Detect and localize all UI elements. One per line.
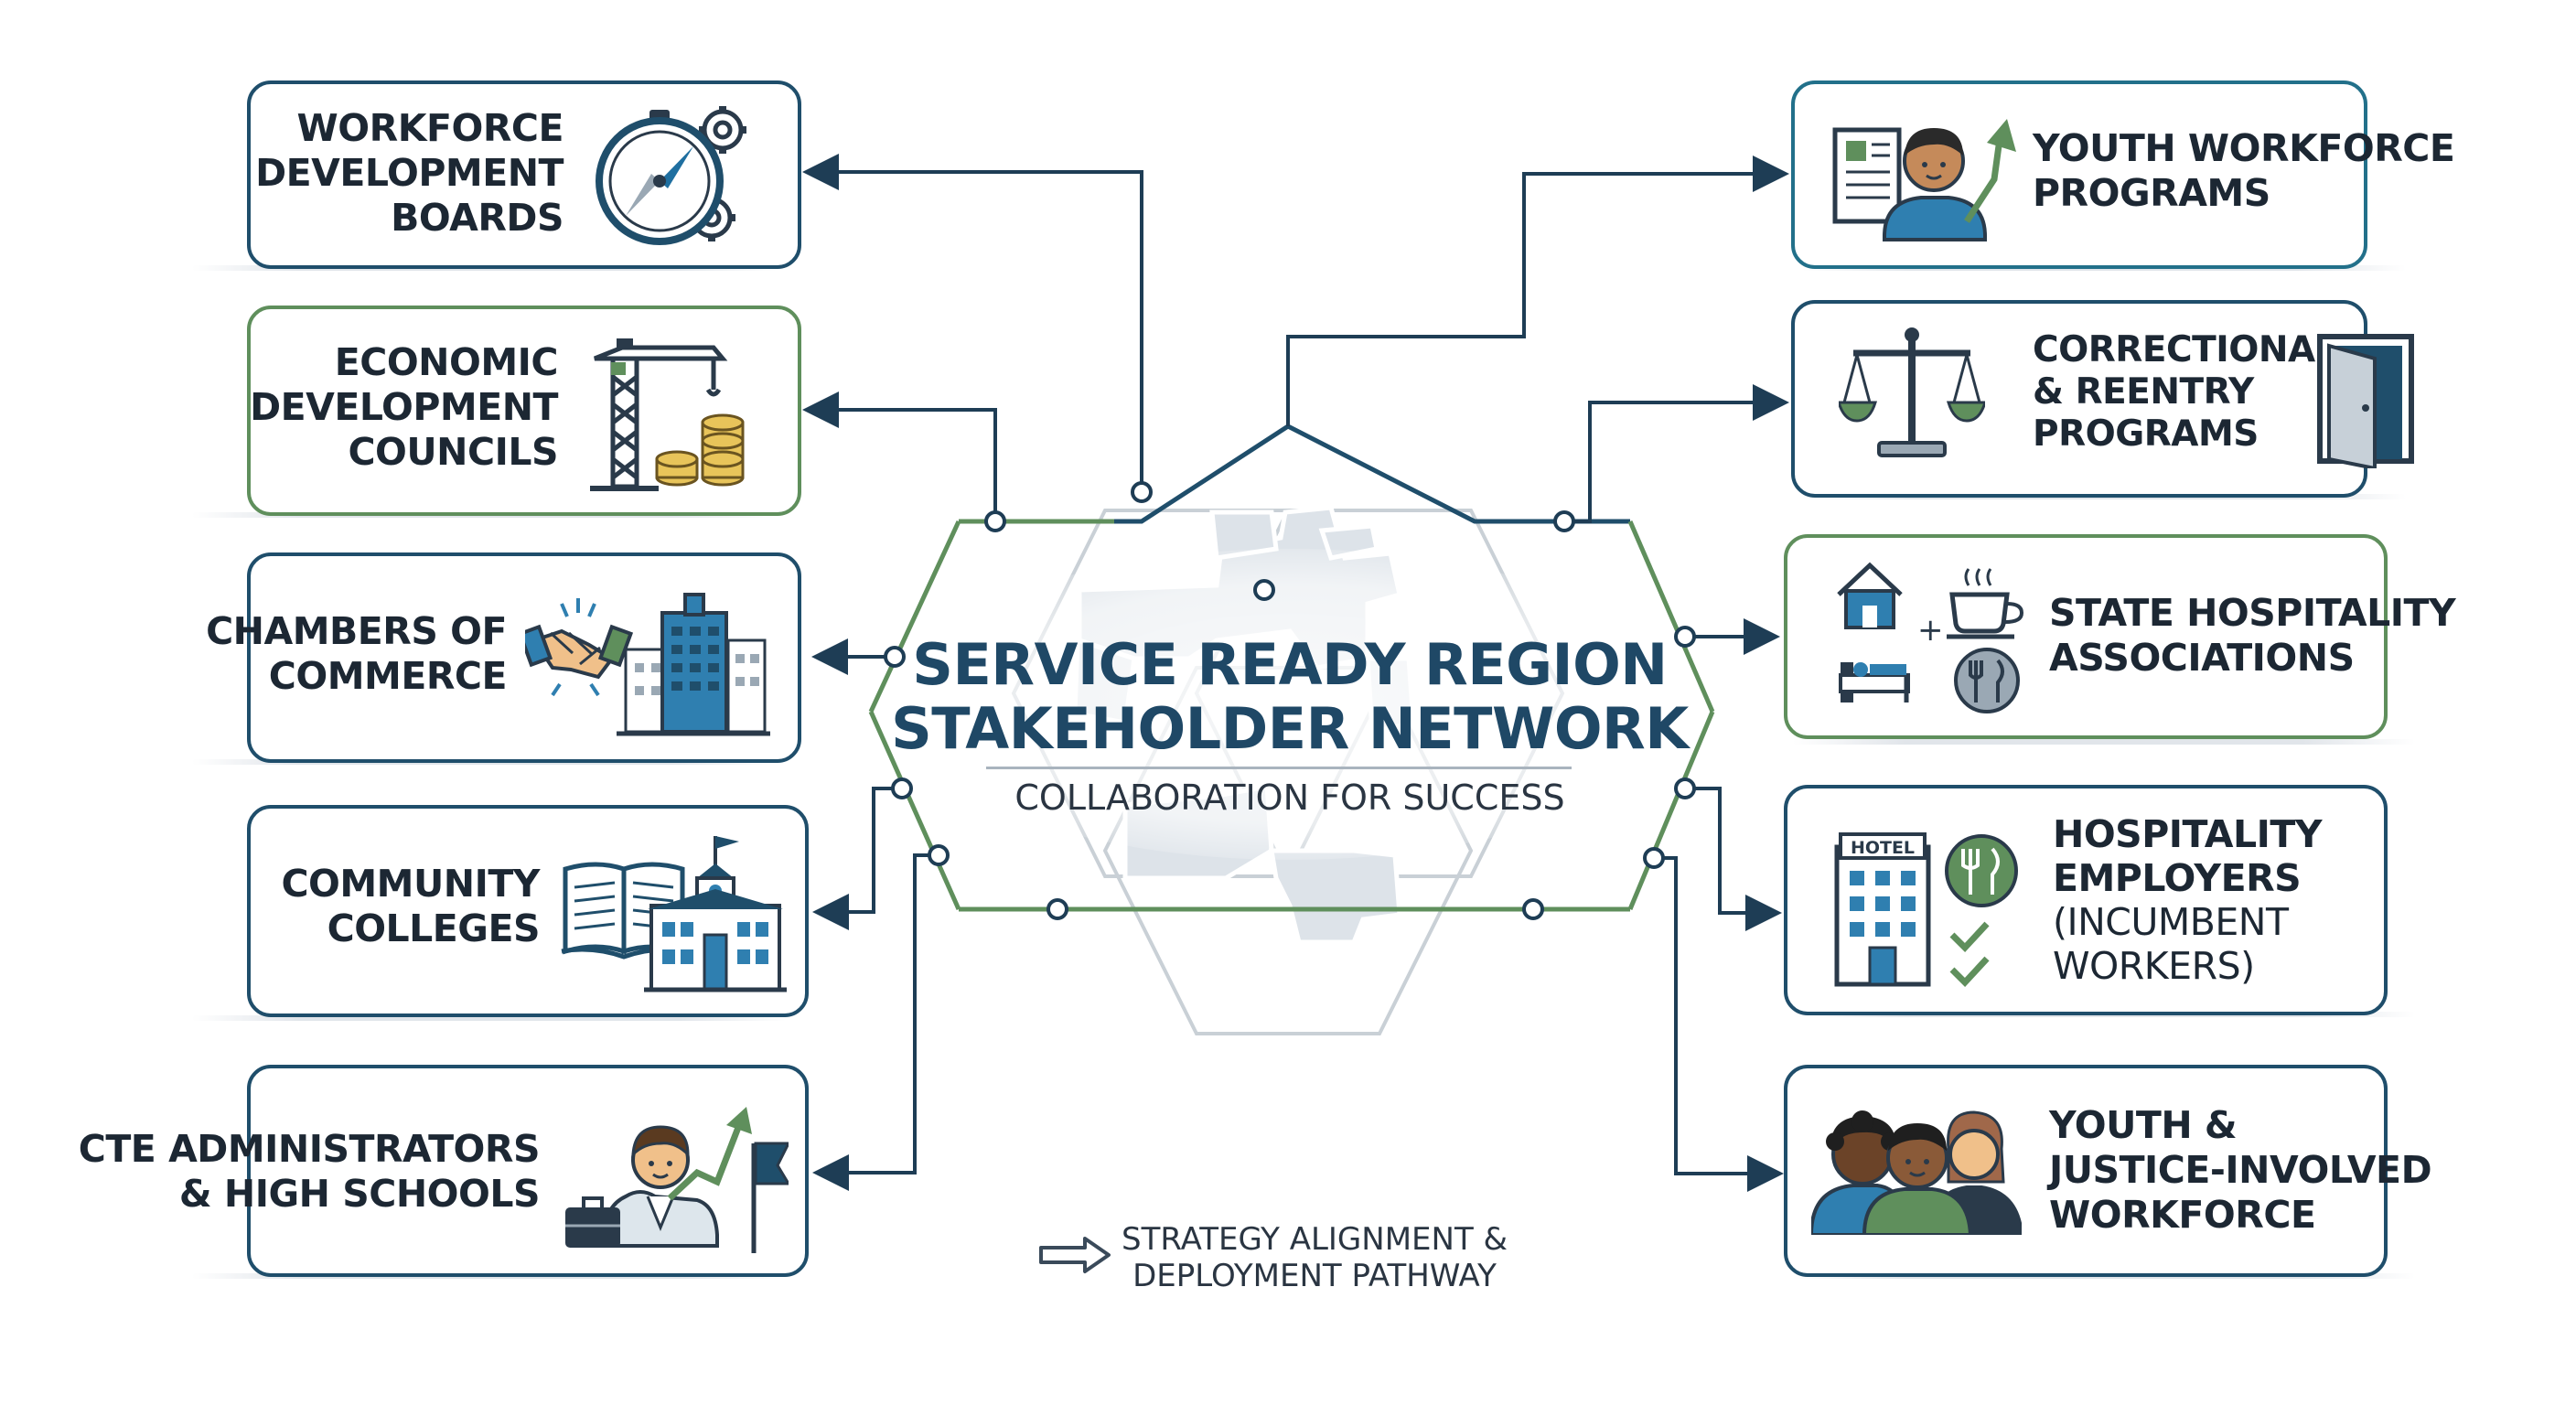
compass-gears-icon — [596, 106, 746, 245]
card-label: YOUTH & JUSTICE-INVOLVED WORKFORCE — [2049, 1103, 2432, 1237]
card-label: WORKFORCE DEVELOPMENT BOARDS — [255, 106, 564, 240]
legend-label: STRATEGY ALIGNMENT & DEPLOYMENT PATHWAY — [1122, 1221, 1508, 1294]
hotel-dining-check-icon: HOTEL — [1834, 832, 2018, 988]
crane-coins-icon — [590, 338, 745, 491]
center-subtitle: COLLABORATION FOR SUCCESS — [1014, 778, 1565, 818]
card-label: ECONOMIC DEVELOPMENT COUNCILS — [250, 340, 558, 474]
book-college-icon — [561, 836, 787, 992]
card-correctional-reentry-programs[interactable] — [1791, 300, 2367, 498]
card-label: YOUTH WORKFORCE PROGRAMS — [2033, 126, 2455, 215]
center-divider — [986, 767, 1572, 769]
card-label: COMMUNITY COLLEGES — [281, 862, 540, 950]
youth-growth-icon — [1832, 119, 2016, 241]
hotel-sign: HOTEL — [1851, 838, 1915, 858]
card-state-hospitality-associations[interactable] — [1784, 534, 2388, 739]
center-title-line2: STAKEHOLDER NETWORK — [891, 695, 1689, 762]
svg-text:+: + — [1917, 612, 1944, 649]
card-shadow — [1793, 739, 2415, 745]
handshake-buildings-icon — [525, 593, 770, 736]
card-label: STATE HOSPITALITY ASSOCIATIONS — [2049, 591, 2456, 680]
scales-icon — [1839, 327, 1985, 457]
hospitality-grid-icon: + — [1837, 562, 2024, 713]
person-growth-flag-icon — [565, 1107, 789, 1253]
center-title-line1: SERVICE READY REGION — [912, 631, 1668, 698]
card-label: HOSPITALITY EMPLOYERS (INCUMBENT WORKERS… — [2053, 812, 2323, 988]
open-door-icon — [2317, 334, 2414, 468]
card-label: CTE ADMINISTRATORS & HIGH SCHOOLS — [78, 1127, 541, 1216]
card-shadow — [192, 1015, 787, 1021]
card-label: CHAMBERS OF COMMERCE — [206, 609, 507, 698]
three-people-icon — [1811, 1110, 2022, 1235]
card-label: CORRECTIONAL & REENTRY PROGRAMS — [2033, 329, 2338, 455]
outline-arrow-icon — [1039, 1237, 1111, 1273]
junction-nodes — [884, 481, 1696, 920]
